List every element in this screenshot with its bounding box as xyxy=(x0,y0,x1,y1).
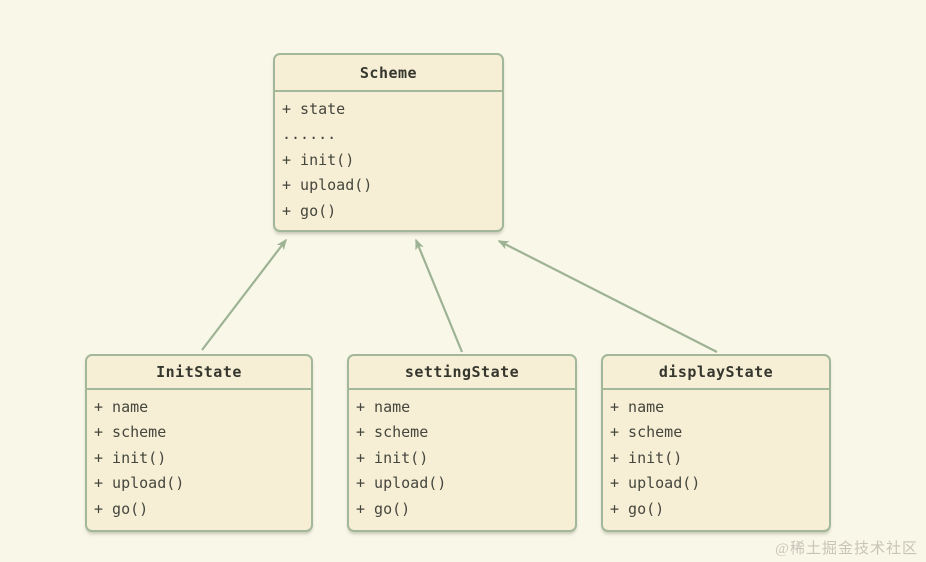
inheritance-arrow-initstate-to-scheme xyxy=(201,238,287,351)
member-line: + scheme xyxy=(356,423,429,442)
member-line: + go() xyxy=(282,201,337,220)
watermark: @稀土掘金技术社区 xyxy=(775,541,918,557)
member-line: ...... xyxy=(282,125,337,144)
member-line: + scheme xyxy=(94,423,167,442)
member-line: + name xyxy=(610,398,665,416)
member-line: + init() xyxy=(94,448,167,467)
class-title: InitState xyxy=(87,356,311,390)
member-line: + init() xyxy=(610,448,683,467)
class-title: displayState xyxy=(603,356,829,390)
class-box-displaystate: displayState + name + scheme + init() + … xyxy=(601,354,831,532)
class-box-scheme: Scheme + state ...... + init() + upload(… xyxy=(273,53,504,232)
class-members: + name + scheme + init() + upload() + go… xyxy=(349,390,575,522)
class-members: + name + scheme + init() + upload() + go… xyxy=(87,390,311,522)
member-line: + go() xyxy=(94,499,149,518)
member-line: + go() xyxy=(610,499,665,518)
class-members: + state ...... + init() + upload() + go(… xyxy=(275,92,502,224)
member-line: + init() xyxy=(356,448,429,467)
member-line: + go() xyxy=(356,499,411,518)
member-line: + upload() xyxy=(610,474,701,493)
member-line: + name xyxy=(94,398,149,416)
inheritance-arrow-settingstate-to-scheme xyxy=(414,238,464,353)
class-title: settingState xyxy=(349,356,575,390)
member-line: + upload() xyxy=(94,474,185,493)
member-line: + scheme xyxy=(610,423,683,442)
member-line: + name xyxy=(356,398,411,416)
class-members: + name + scheme + init() + upload() + go… xyxy=(603,390,829,522)
member-line: + upload() xyxy=(356,474,447,493)
member-line: + state xyxy=(282,100,346,118)
inheritance-arrow-displaystate-to-scheme xyxy=(497,240,718,353)
member-line: + init() xyxy=(282,150,355,169)
class-box-initstate: InitState + name + scheme + init() + upl… xyxy=(85,354,313,532)
class-title: Scheme xyxy=(275,55,502,92)
class-box-settingstate: settingState + name + scheme + init() + … xyxy=(347,354,577,532)
member-line: + upload() xyxy=(282,176,373,195)
